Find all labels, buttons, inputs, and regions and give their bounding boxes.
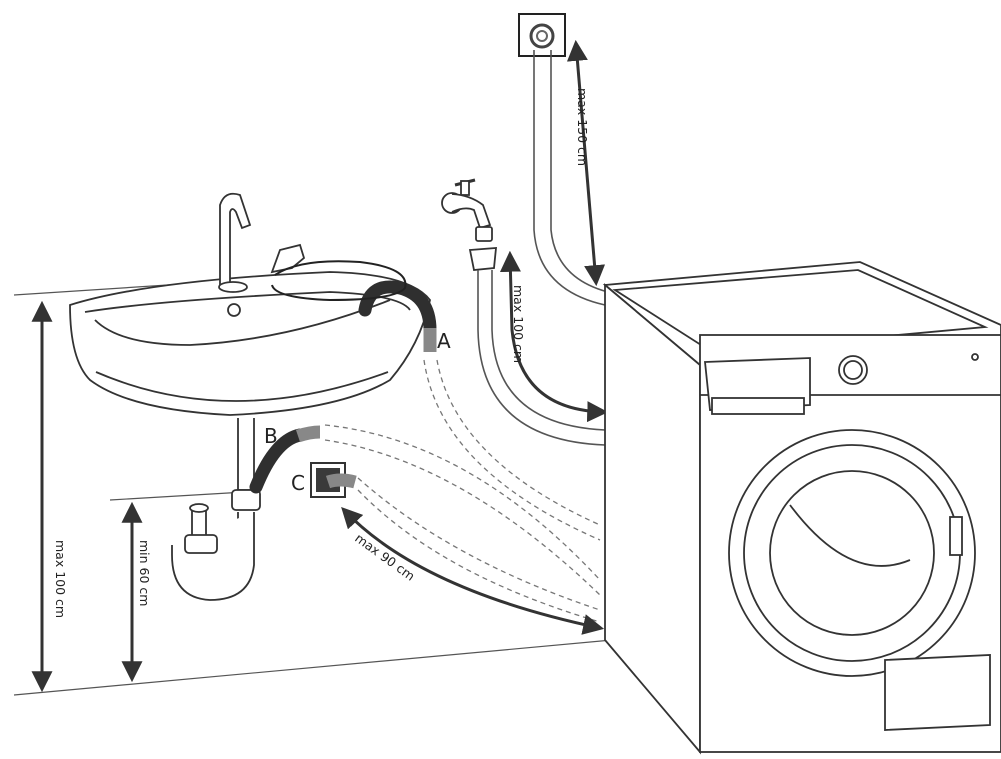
drain-outlet-c <box>310 462 357 498</box>
dim-min-drain: min 60 cm <box>137 540 152 606</box>
label-a: A <box>437 329 451 353</box>
hose-a <box>271 260 437 352</box>
washing-machine <box>602 261 1001 755</box>
dim-wall-outlet: max 150 cm <box>575 88 590 166</box>
label-c: C <box>291 471 305 495</box>
sink-trap <box>171 418 261 601</box>
hose-b <box>249 425 321 494</box>
dim-tap-height: max 100 cm <box>511 285 526 363</box>
label-b: B <box>264 424 278 448</box>
dim-floor-to-sink: max 100 cm <box>53 540 68 618</box>
washbasin <box>69 271 431 416</box>
dim-floor-outlet: max 90 cm <box>352 530 418 583</box>
inlet-hose <box>477 270 606 446</box>
hose-wall-outlet <box>533 50 613 306</box>
water-tap <box>441 178 498 271</box>
sink-faucet <box>218 192 306 293</box>
wall-drain-outlet <box>518 13 566 57</box>
dimension-arrows <box>31 39 609 693</box>
